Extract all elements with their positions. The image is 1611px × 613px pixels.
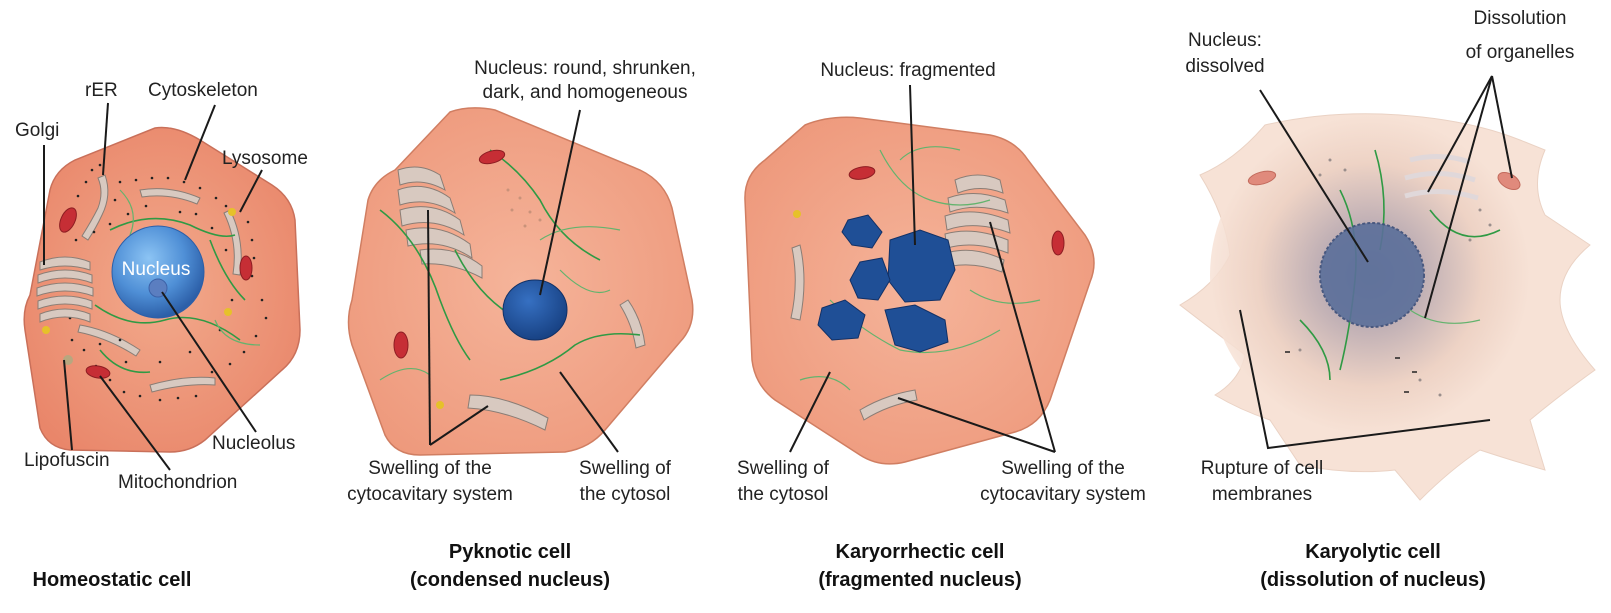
label-dissolution-1: Dissolution xyxy=(1474,8,1567,29)
label-pyknotic-swell-cyto-2: cytocavitary system xyxy=(347,484,513,505)
label-mitochondrion: Mitochondrion xyxy=(118,472,237,493)
pyknotic-nucleus xyxy=(503,280,567,340)
label-golgi: Golgi xyxy=(15,120,59,141)
title-karyolytic-2: (dissolution of nucleus) xyxy=(1260,569,1486,591)
label-lipofuscin: Lipofuscin xyxy=(24,450,110,471)
karyorrhectic-cell: Nucleus: fragmented Swelling of the cyto… xyxy=(737,60,1146,591)
label-rupture-2: membranes xyxy=(1212,484,1312,505)
homeostatic-cell: Nucleus rER Cytoskeleton Golgi Lysosome … xyxy=(15,80,308,591)
label-pyknotic-swell-sol-2: the cytosol xyxy=(580,484,671,505)
label-pyknotic-swell-sol-1: Swelling of xyxy=(579,458,672,479)
lysosome-3 xyxy=(42,326,50,334)
label-karyolytic-nucleus-1: Nucleus: xyxy=(1188,30,1262,51)
pyknotic-cell-membrane xyxy=(349,108,693,455)
label-pyknotic-nucleus-2: dark, and homogeneous xyxy=(483,82,688,103)
nucleus-label: Nucleus xyxy=(122,259,191,280)
label-karyorrhectic-nucleus: Nucleus: fragmented xyxy=(820,60,995,81)
dissolved-nucleus xyxy=(1320,223,1424,327)
label-karyorrhectic-swell-cyto-2: cytocavitary system xyxy=(980,484,1146,505)
title-karyorrhectic-2: (fragmented nucleus) xyxy=(818,569,1021,591)
label-karyorrhectic-swell-cyto-1: Swelling of the xyxy=(1001,458,1125,479)
pyknotic-mitochondrion-2 xyxy=(394,332,408,358)
pyknotic-cell: Nucleus: round, shrunken, dark, and homo… xyxy=(347,58,696,591)
mitochondrion-2 xyxy=(240,256,252,280)
title-karyolytic-1: Karyolytic cell xyxy=(1305,541,1441,563)
title-pyknotic-2: (condensed nucleus) xyxy=(410,569,610,591)
lysosome-1 xyxy=(228,208,236,216)
title-pyknotic-1: Pyknotic cell xyxy=(449,541,571,563)
title-homeostatic: Homeostatic cell xyxy=(33,569,192,591)
karyolytic-cell: Nucleus: dissolved Dissolution of organe… xyxy=(1180,8,1595,591)
label-rupture-1: Rupture of cell xyxy=(1201,458,1324,479)
label-karyorrhectic-swell-sol-1: Swelling of xyxy=(737,458,830,479)
label-nucleolus: Nucleolus xyxy=(212,433,295,454)
karyorrhectic-lysosome xyxy=(793,210,801,218)
label-rer: rER xyxy=(85,80,118,101)
karyorrhectic-mitochondrion-2 xyxy=(1052,231,1064,255)
label-pyknotic-swell-cyto-1: Swelling of the xyxy=(368,458,492,479)
label-karyorrhectic-swell-sol-2: the cytosol xyxy=(738,484,829,505)
label-cytoskeleton: Cytoskeleton xyxy=(148,80,258,101)
label-dissolution-2: of organelles xyxy=(1466,42,1575,63)
title-karyorrhectic-1: Karyorrhectic cell xyxy=(836,541,1005,563)
label-pyknotic-nucleus-1: Nucleus: round, shrunken, xyxy=(474,58,696,79)
label-lysosome: Lysosome xyxy=(222,148,308,169)
lysosome-2 xyxy=(224,308,232,316)
pyknotic-lysosome xyxy=(436,401,444,409)
label-karyolytic-nucleus-2: dissolved xyxy=(1185,56,1264,77)
